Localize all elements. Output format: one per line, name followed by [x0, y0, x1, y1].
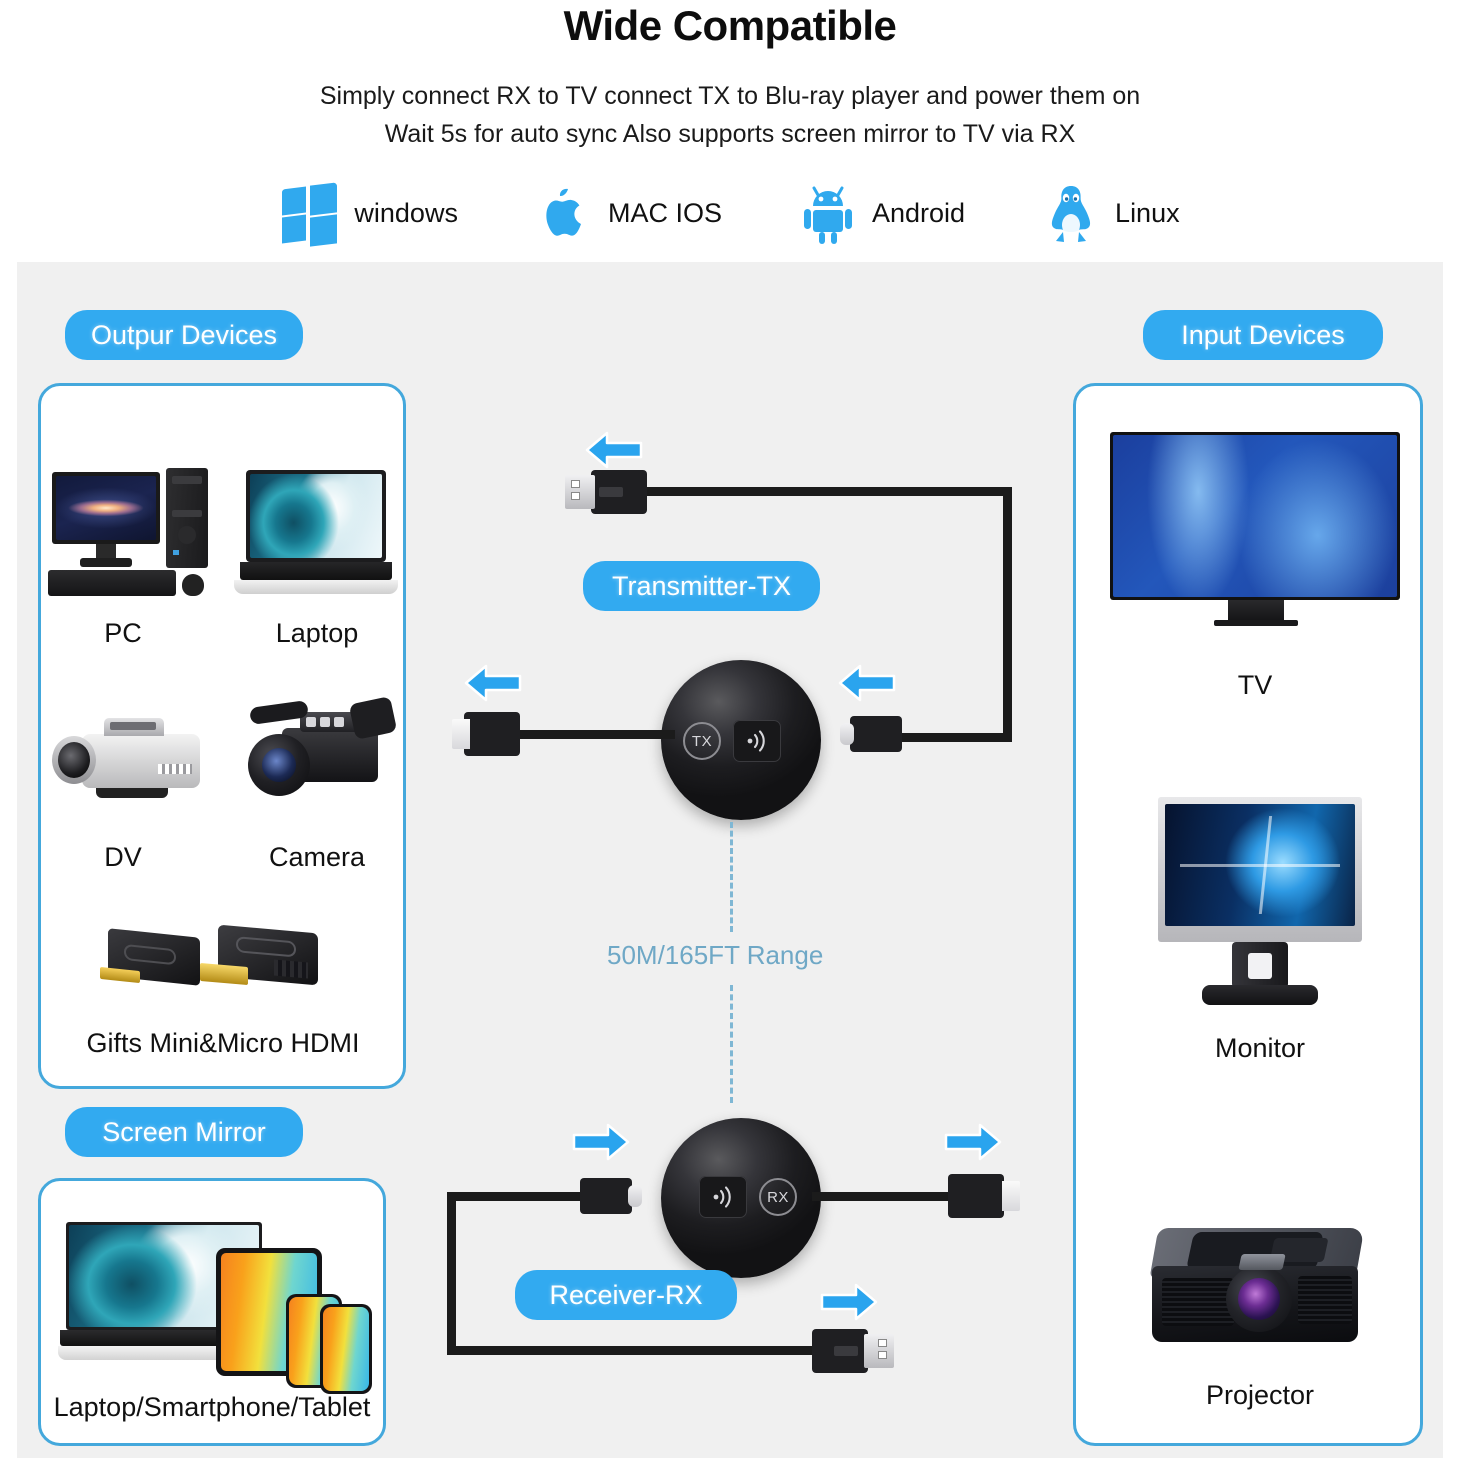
rx-usbc-cable-vertical	[447, 1192, 456, 1355]
wifi-signal-icon-rx[interactable]	[699, 1176, 747, 1218]
output-device-label-pc: PC	[104, 618, 142, 648]
wifi-signal-icon-tx[interactable]	[733, 720, 781, 762]
input-device-label-projector: Projector	[1205, 1380, 1315, 1410]
rx-power-cable-horizontal	[447, 1346, 832, 1355]
range-label: 50M/165FT Range	[607, 940, 824, 970]
range-dash-bottom	[730, 985, 733, 1103]
subtitle-line-1: Simply connect RX to TV connect TX to Bl…	[319, 82, 1141, 110]
arrow-left-icon-tx-hdmi	[462, 663, 524, 703]
rx-usbc-cable-horizontal	[447, 1192, 595, 1201]
os-item-android: Android	[798, 182, 965, 244]
output-device-label-camera: Camera	[268, 842, 366, 872]
output-device-label-laptop: Laptop	[275, 618, 359, 648]
arrow-right-icon-rx-usbc	[570, 1122, 632, 1162]
range-dash-top	[730, 822, 733, 932]
os-label-windows: windows	[354, 197, 458, 228]
windows-logo-icon	[280, 182, 340, 247]
badge-screen-mirror: Screen Mirror	[65, 1107, 303, 1157]
rx-hdmi-cable	[812, 1192, 960, 1201]
os-item-windows: windows	[280, 182, 458, 247]
os-label-mac: MAC IOS	[607, 197, 722, 228]
badge-output-devices: Outpur Devices	[65, 310, 303, 360]
video-camera-icon	[240, 696, 400, 810]
arrow-left-icon-tx-source	[836, 663, 898, 703]
projector-icon	[1148, 1222, 1368, 1372]
usb-a-connector	[565, 470, 647, 514]
transmitter-device: TX	[661, 660, 821, 820]
laptop-tablet-phones-icon	[48, 1218, 378, 1394]
subtitle-line-2: Wait 5s for auto sync Also supports scre…	[384, 120, 1076, 148]
output-device-label-hdmi: Gifts Mini&Micro HDMI	[86, 1028, 360, 1058]
arrow-right-icon-rx-hdmi	[942, 1122, 1004, 1162]
linux-penguin-icon	[1041, 182, 1101, 244]
tx-power-cable-horizontal-bottom	[890, 733, 1012, 742]
tx-power-cable-horizontal-top	[640, 487, 1012, 496]
page-title: Wide Compatible	[563, 2, 897, 49]
os-item-mac: MAC IOS	[534, 182, 722, 244]
usb-c-connector-rx	[580, 1178, 642, 1214]
receiver-device: RX	[661, 1118, 821, 1278]
camcorder-icon	[52, 712, 212, 808]
apple-logo-icon	[534, 182, 594, 244]
hdmi-connector-rx	[948, 1174, 1020, 1218]
usb-c-connector-tx	[840, 716, 902, 752]
desktop-pc-icon	[48, 468, 218, 603]
tx-button[interactable]: TX	[683, 722, 721, 760]
android-robot-icon	[798, 182, 858, 244]
screen-mirror-device-label: Laptop/Smartphone/Tablet	[53, 1392, 371, 1422]
monitor-icon	[1158, 797, 1362, 1007]
os-label-android: Android	[871, 197, 966, 228]
badge-input-devices: Input Devices	[1143, 310, 1383, 360]
hdmi-adapters-icon	[100, 924, 330, 1017]
hdmi-connector-tx	[452, 712, 520, 756]
os-compatibility-row: windows MAC IOS	[0, 172, 1460, 254]
badge-receiver: Receiver-RX	[515, 1270, 737, 1320]
input-device-label-monitor: Monitor	[1214, 1033, 1306, 1063]
laptop-icon	[232, 470, 402, 602]
arrow-right-icon-rx-power	[818, 1282, 880, 1322]
os-item-linux: Linux	[1041, 182, 1180, 244]
input-device-label-tv: TV	[1237, 670, 1273, 700]
output-device-label-dv: DV	[104, 842, 142, 872]
rx-button[interactable]: RX	[759, 1178, 797, 1216]
badge-transmitter: Transmitter-TX	[583, 561, 820, 611]
tx-power-cable-vertical	[1003, 487, 1012, 742]
tx-hdmi-cable	[510, 730, 675, 739]
os-label-linux: Linux	[1115, 197, 1180, 228]
arrow-left-icon-tx-power	[583, 430, 645, 470]
tv-icon	[1110, 432, 1400, 626]
usb-a-connector-rx	[812, 1329, 894, 1373]
